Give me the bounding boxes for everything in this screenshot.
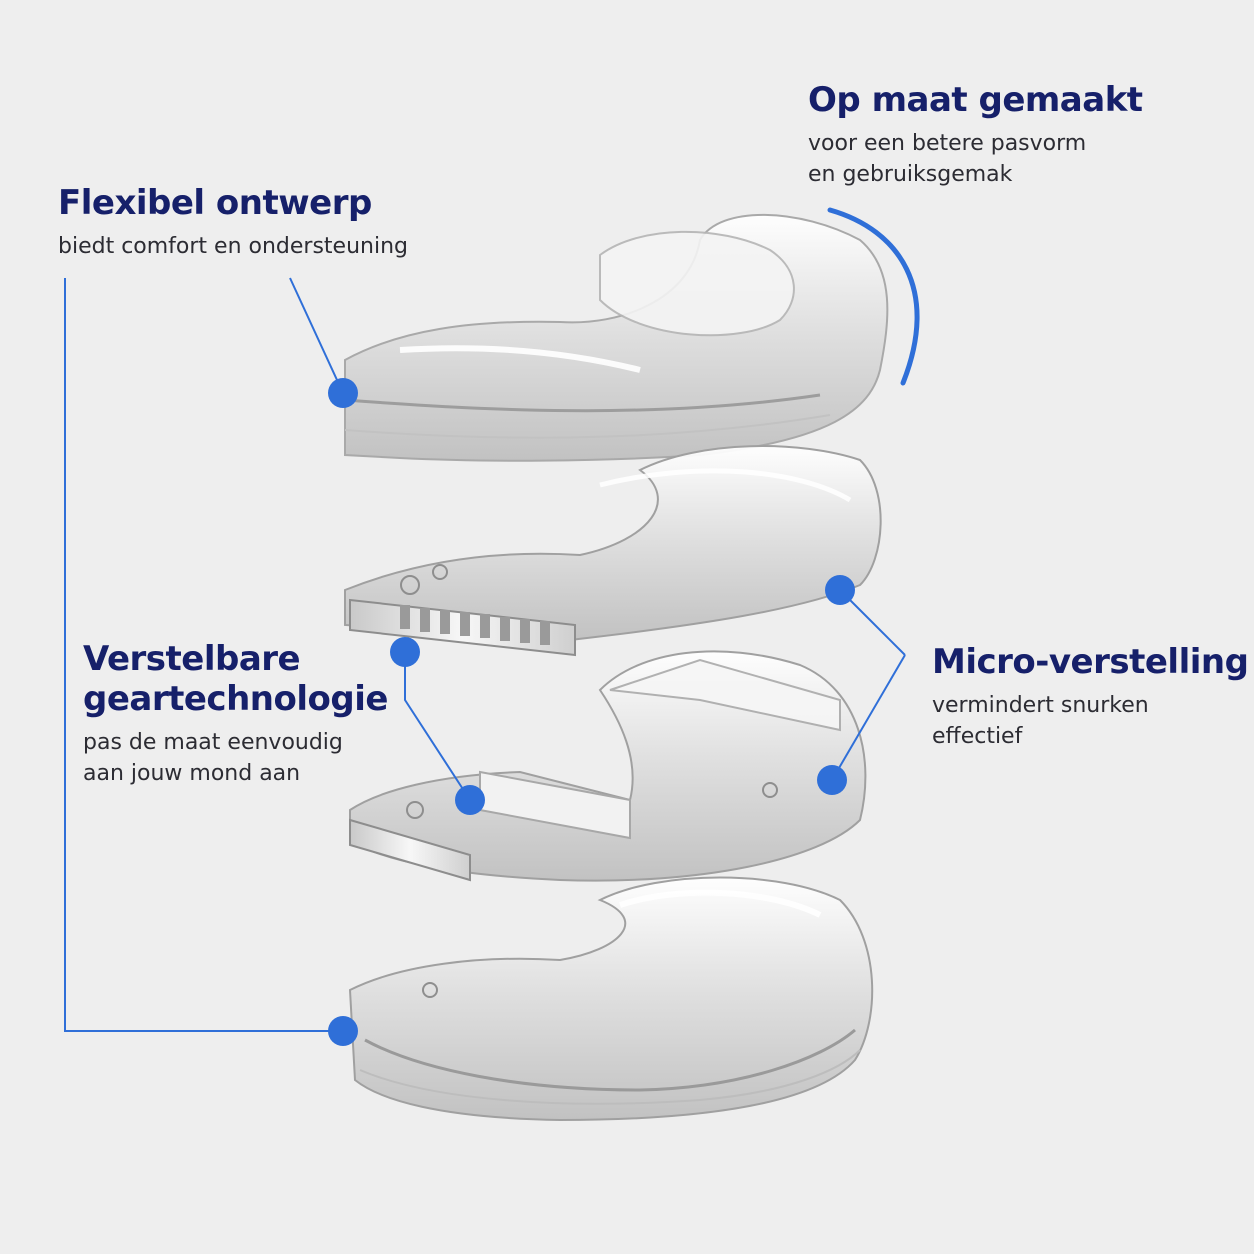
marker-dots [328, 378, 855, 1046]
feature-flexible: Flexibel ontwerp biedt comfort en onders… [58, 183, 408, 262]
connector-lines [64, 277, 906, 1032]
bottom-tray-shape [348, 876, 874, 1122]
feature-micro-subtitle: vermindert snurken effectief [932, 693, 1149, 749]
feature-micro-adjustment: Micro-verstelling vermindert snurken eff… [932, 642, 1249, 752]
marker-dot-micro-upper [825, 575, 855, 605]
feature-custom-fit: Op maat gemaakt voor een betere pasvorm … [808, 80, 1143, 190]
marker-dot-gear-lower [455, 785, 485, 815]
marker-dot-gear-upper [390, 637, 420, 667]
feature-flexible-title: Flexibel ontwerp [58, 183, 372, 223]
marker-dot-flexible [328, 378, 358, 408]
feature-adjustable-gear: Verstelbare geartechnologie pas de maat … [83, 639, 388, 789]
lower-gear-plate-shape [349, 650, 867, 882]
feature-custom-fit-subtitle: voor een betere pasvorm en gebruiksgemak [808, 131, 1087, 187]
upper-gear-plate-shape [344, 445, 882, 657]
marker-dot-bottom [328, 1016, 358, 1046]
feature-flexible-subtitle: biedt comfort en ondersteuning [58, 234, 409, 259]
feature-micro-title: Micro-verstelling [932, 642, 1249, 682]
feature-adjustable-title: Verstelbare geartechnologie [83, 639, 388, 719]
feature-custom-fit-title: Op maat gemaakt [808, 80, 1143, 120]
feature-adjustable-subtitle: pas de maat eenvoudig aan jouw mond aan [83, 730, 343, 786]
marker-dot-micro-lower [817, 765, 847, 795]
top-tray-shape [344, 213, 889, 462]
fit-arc-icon [827, 207, 920, 386]
